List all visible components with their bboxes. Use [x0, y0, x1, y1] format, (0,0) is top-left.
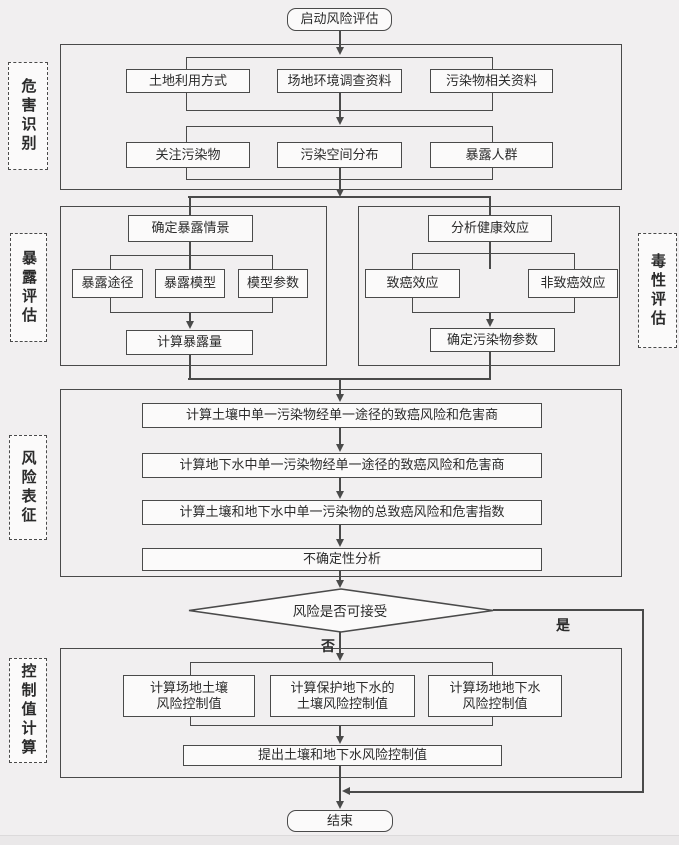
- box-exposure-pathway: 暴露途径: [72, 269, 143, 298]
- characterization-section-container: [60, 389, 622, 577]
- connector-yes-vertical: [642, 609, 644, 793]
- decision-yes-label: 是: [556, 619, 570, 634]
- box-contaminants-of-concern: 关注污染物: [126, 142, 250, 168]
- arrowhead-hazard-row2: [336, 117, 344, 125]
- decision-no-label: 否: [321, 640, 335, 655]
- arrowhead-yes-merge: [342, 787, 350, 795]
- exposure-section-container: [60, 206, 327, 366]
- connector-branch-left: [189, 197, 191, 215]
- row-groundwater-single-pathway-risk: 计算地下水中单一污染物经单一途径的致癌风险和危害商: [142, 453, 542, 478]
- arrowhead-char-row4: [336, 539, 344, 547]
- connector-health-to-effects: [489, 242, 491, 269]
- box-propose-control-values: 提出土壤和地下水风险控制值: [183, 745, 502, 766]
- stage-label-exposure: 暴露评估: [10, 233, 47, 342]
- arrowhead-char-row2: [336, 444, 344, 452]
- box-pollution-spatial-distribution: 污染空间分布: [277, 142, 402, 168]
- arrowhead-into-hazard: [336, 47, 344, 55]
- box-model-parameters: 模型参数: [238, 269, 308, 298]
- box-determine-pollutant-parameters: 确定污染物参数: [430, 328, 555, 352]
- row-uncertainty-analysis: 不确定性分析: [142, 548, 542, 571]
- box-land-use: 土地利用方式: [126, 69, 250, 93]
- connector-yes-horizontal-top: [493, 609, 644, 611]
- connector-char-to-decision: [339, 571, 341, 581]
- row-total-risk-hazard-index: 计算土壤和地下水中单一污染物的总致癌风险和危害指数: [142, 500, 542, 525]
- connector-toxicity-exit: [489, 352, 491, 379]
- connector-char-row1-row2: [339, 428, 341, 445]
- box-analyze-health-effects: 分析健康效应: [428, 215, 552, 242]
- box-exposed-population: 暴露人群: [430, 142, 553, 168]
- box-site-survey-data: 场地环境调查资料: [277, 69, 402, 93]
- connector-hazard-exit: [339, 168, 341, 190]
- stage-label-toxicity: 毒性评估: [638, 233, 677, 348]
- arrowhead-control-section: [336, 653, 344, 661]
- connector-decision-no-path: [339, 632, 341, 654]
- footer-strip: [0, 835, 679, 845]
- connector-exposure-exit: [189, 355, 191, 379]
- connector-model-to-exposure-calc: [189, 313, 191, 322]
- row-soil-single-pathway-risk: 计算土壤中单一污染物经单一途径的致癌风险和危害商: [142, 403, 542, 428]
- box-pollutant-data: 污染物相关资料: [430, 69, 553, 93]
- start-terminator: 启动风险评估: [287, 8, 392, 31]
- connector-char-row2-row3: [339, 478, 341, 492]
- connector-scenario-to-model: [189, 242, 191, 269]
- connector-branch-right: [489, 197, 491, 215]
- connector-hazard-row1-row2: [339, 93, 341, 118]
- stage-label-characterization: 风险表征: [9, 435, 47, 540]
- decision-risk-acceptable: [187, 587, 495, 634]
- box-determine-exposure-scenario: 确定暴露情景: [128, 215, 253, 242]
- connector-char-row3-row4: [339, 525, 341, 540]
- connector-effects-to-parameters: [489, 313, 491, 320]
- connector-merge-to-characterization: [339, 378, 341, 395]
- box-non-carcinogenic-effect: 非致癌效应: [528, 269, 618, 298]
- arrowhead-end: [336, 801, 344, 809]
- arrowhead-char-row1: [336, 394, 344, 402]
- control-section-container: [60, 648, 622, 778]
- decision-question: 风险是否可接受: [292, 604, 388, 619]
- connector-yes-horizontal-bottom: [349, 791, 643, 793]
- arrowhead-char-row3: [336, 491, 344, 499]
- arrowhead-decision: [336, 580, 344, 588]
- box-exposure-model: 暴露模型: [155, 269, 225, 298]
- arrowhead-branch: [336, 189, 344, 197]
- box-calculate-exposure: 计算暴露量: [126, 330, 253, 355]
- end-terminator: 结束: [287, 810, 393, 832]
- box-site-soil-control-value: 计算场地土壤 风险控制值: [123, 675, 255, 717]
- box-carcinogenic-effect: 致癌效应: [365, 269, 460, 298]
- box-groundwater-protection-soil-control-value: 计算保护地下水的 土壤风险控制值: [270, 675, 415, 717]
- connector-control-to-propose: [339, 726, 341, 737]
- arrowhead-pollutant-parameters: [486, 319, 494, 327]
- box-site-groundwater-control-value: 计算场地地下水 风险控制值: [428, 675, 562, 717]
- connector-start-to-hazard: [339, 31, 341, 48]
- stage-label-control: 控制值计算: [9, 658, 47, 763]
- connector-propose-to-end: [339, 765, 341, 802]
- arrowhead-propose-box: [336, 736, 344, 744]
- arrowhead-exposure-calc: [186, 321, 194, 329]
- stage-label-hazard: 危害识别: [8, 62, 48, 170]
